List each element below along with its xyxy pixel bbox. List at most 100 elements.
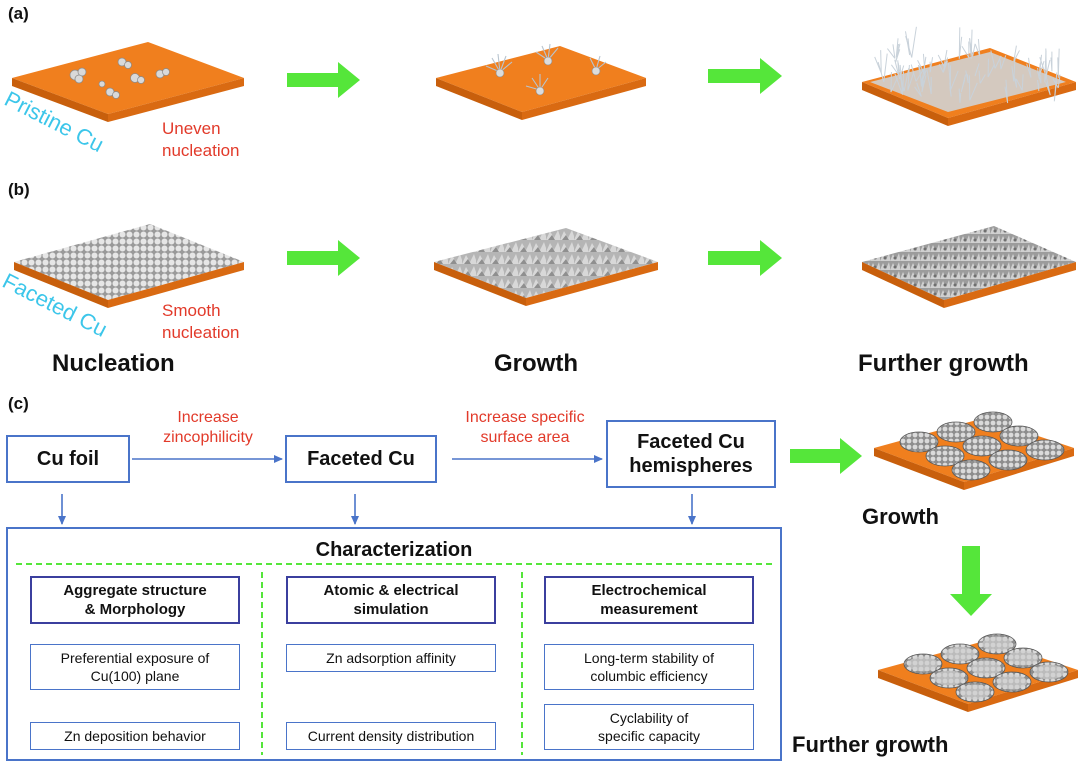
zincophilicity-line1: Increase — [177, 409, 239, 426]
dendrite-stroke — [1045, 75, 1051, 96]
hemisphere-deposit — [945, 646, 975, 662]
hemisphere-cavity — [973, 411, 1013, 433]
dendrite-stroke — [999, 55, 1007, 70]
hemisphere-deposit — [982, 636, 1012, 652]
stage-nucleation: Nucleation — [52, 350, 175, 377]
dendrite-stroke — [1039, 48, 1047, 78]
stage-growth: Growth — [494, 350, 578, 377]
col1-item2: Zn deposition behavior — [30, 722, 240, 750]
dendrite-stroke — [978, 70, 986, 84]
characterization-title: Characterization — [315, 539, 473, 561]
col2-header: Atomic & electrical simulation — [286, 576, 496, 624]
dendrite-stroke — [895, 38, 900, 58]
col3-item1-line2: columbic efficiency — [590, 668, 708, 684]
hemi-plate-side-left — [874, 448, 964, 490]
dendrite-stroke — [929, 57, 934, 73]
dendrite-stroke — [1013, 45, 1020, 62]
hemisphere-deposit — [908, 656, 938, 672]
col1-item1: Preferential exposure of Cu(100) plane — [30, 644, 240, 690]
cu-foil-box: Cu foil — [6, 435, 130, 483]
arrow-label-zincophilicity: Increase zincophilicity — [138, 408, 278, 448]
green-arrow-b1 — [287, 240, 360, 276]
dendrite-stroke — [1037, 71, 1042, 84]
dendrite-stroke — [921, 75, 927, 93]
col3-item2: Cyclability of specific capacity — [544, 704, 754, 750]
dendrite-stroke — [965, 70, 969, 84]
green-arrow-b2 — [708, 240, 782, 276]
hemisphere-deposit — [997, 674, 1027, 690]
dendrite-stroke — [907, 64, 915, 91]
dendrite-stroke — [949, 82, 952, 97]
dendrite-stroke — [958, 27, 963, 59]
col3-item2-line1: Cyclability of — [609, 710, 689, 726]
dendrite-stroke — [910, 64, 924, 82]
arrow-label-surface-area: Increase specific surface area — [440, 408, 610, 448]
plate-a-growth — [436, 43, 646, 120]
hemisphere-plate-further-growth — [878, 633, 1078, 712]
dendrite-stroke — [890, 72, 898, 93]
col3-item1: Long-term stability of columbic efficien… — [544, 644, 754, 690]
green-arrow-c-right — [790, 438, 862, 474]
uneven-nucleation-label: Uneven nucleation — [162, 118, 240, 162]
hemisphere-further-growth-label: Further growth — [792, 732, 949, 757]
col1-item1-line2: Cu(100) plane — [90, 668, 180, 684]
uneven-line1: Uneven — [162, 119, 221, 138]
dendrite-stroke — [914, 82, 922, 97]
dendrite-stroke — [1037, 79, 1040, 92]
surface-area-line1: Increase specific — [465, 409, 585, 426]
dendrite-stroke — [926, 69, 932, 95]
hemisphere-cavity — [988, 449, 1028, 471]
hemisphere-cavity — [962, 435, 1002, 457]
dendrite-stroke — [974, 39, 981, 57]
plate-b-further-growth — [862, 226, 1076, 308]
smooth-line1: Smooth — [162, 301, 221, 320]
hemispheres-box-line1: Faceted Cu — [637, 431, 745, 453]
hemisphere-deposit — [1008, 650, 1038, 666]
dendrite-stroke — [1015, 74, 1024, 91]
plate-a-further-growth — [862, 26, 1076, 126]
stage-further-growth: Further growth — [858, 350, 1029, 377]
col2-header-line1: Atomic & electrical — [323, 582, 459, 599]
col3-header-line1: Electrochemical — [591, 582, 707, 599]
panel-label-b: (b) — [8, 180, 30, 199]
dendrite-stroke — [968, 75, 978, 101]
col3-item2-line2: specific capacity — [598, 728, 700, 744]
col3-item1-line1: Long-term stability of — [584, 650, 714, 666]
col1-header-line1: Aggregate structure — [63, 582, 207, 599]
dendrite-stroke — [968, 38, 976, 57]
dendrite-stroke — [877, 53, 888, 82]
dendrite-stroke — [987, 58, 996, 78]
smooth-line2: nucleation — [162, 323, 240, 342]
dendrite-stroke — [919, 56, 927, 87]
zincophilicity-line2: zincophilicity — [163, 429, 253, 446]
dendrite-stroke — [974, 63, 980, 77]
dendrite-stroke — [1052, 74, 1061, 89]
plate-b-nucleation — [14, 224, 244, 308]
dendrite-stroke — [960, 74, 967, 93]
hemisphere-cavity — [899, 431, 939, 453]
col1-header: Aggregate structure & Morphology — [30, 576, 240, 624]
col1-header-line2: & Morphology — [84, 601, 186, 618]
dendrite-stroke — [1026, 57, 1032, 78]
dendrite-stroke — [1057, 48, 1060, 78]
dendrite-stroke — [895, 43, 901, 63]
hemi-plate-side-left — [878, 670, 968, 712]
col2-item1: Zn adsorption affinity — [286, 644, 496, 672]
hemisphere-cavity — [951, 459, 991, 481]
plate-b-growth — [434, 228, 658, 306]
dendrite-stroke — [1004, 79, 1009, 104]
uneven-line2: nucleation — [162, 141, 240, 160]
hemisphere-deposit — [960, 684, 990, 700]
hemisphere-plate-growth — [874, 411, 1074, 490]
plate-a-nucleation — [12, 42, 244, 122]
hemisphere-deposit — [971, 660, 1001, 676]
col1-item1-line1: Preferential exposure of — [60, 650, 210, 666]
characterization-box: Characterization — [6, 527, 782, 761]
green-arrow-a1 — [287, 62, 360, 98]
smooth-nucleation-label: Smooth nucleation — [162, 300, 240, 344]
hemispheres-box-line2: hemispheres — [629, 455, 753, 477]
hemisphere-cavity — [925, 445, 965, 467]
col2-item2: Current density distribution — [286, 722, 496, 750]
col3-header: Electrochemical measurement — [544, 576, 754, 624]
